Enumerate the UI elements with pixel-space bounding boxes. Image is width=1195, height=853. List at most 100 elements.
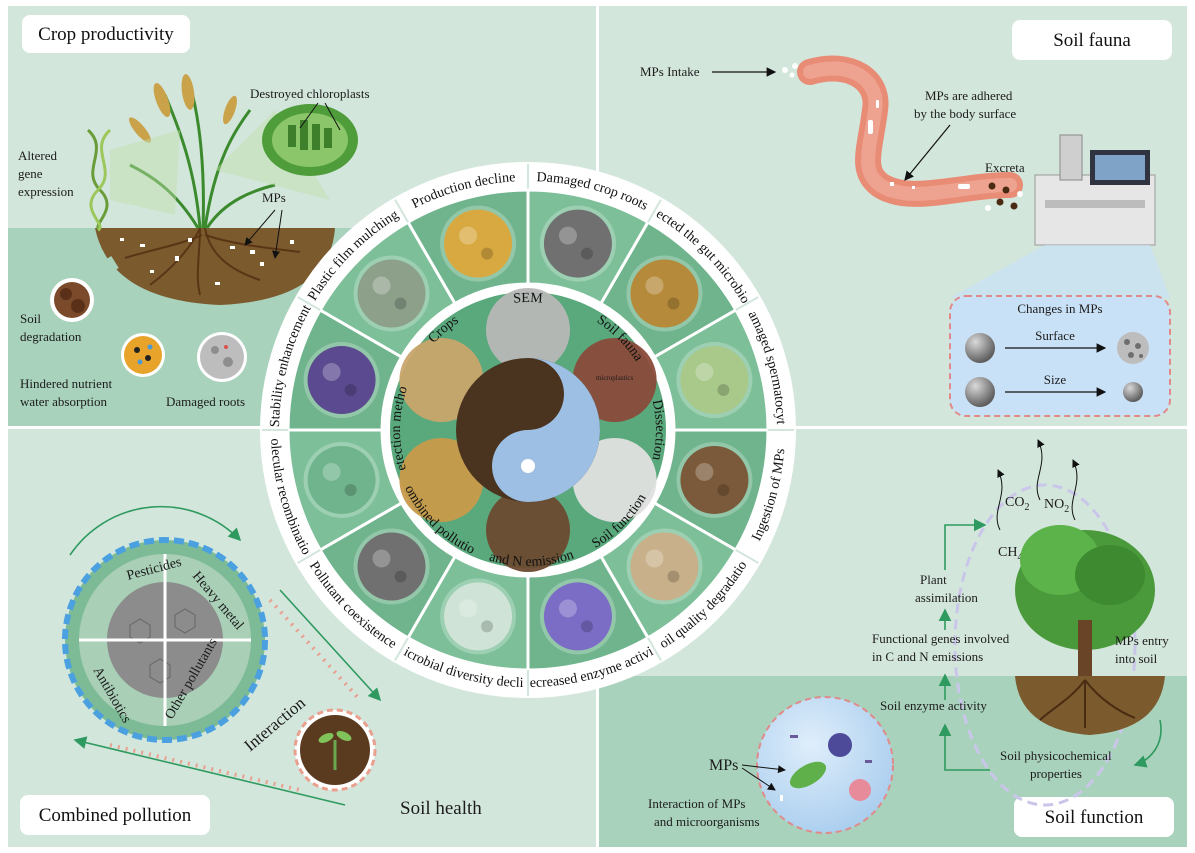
- sector-divider: [297, 296, 321, 311]
- excreta-label: Excreta: [985, 160, 1025, 175]
- gut-microbiome-icon: [626, 255, 703, 332]
- changes-in-mps-label: Changes in MPs: [1017, 301, 1102, 316]
- pollutant-sem-icon: [353, 528, 430, 605]
- sphere-before-size: [965, 377, 995, 407]
- no2-label: NO2: [1044, 497, 1069, 515]
- entry-label-2: into soil: [1115, 651, 1158, 666]
- crop-productivity-title-box: Crop productivity: [22, 15, 190, 53]
- function-illustration: CO2 NO2 CH4 Plant assimilation Functiona…: [648, 439, 1169, 834]
- soil-patch: [95, 228, 335, 305]
- chloroplast-pointer: [299, 102, 319, 129]
- roots: [124, 227, 301, 296]
- microorganism-bubble: [756, 696, 894, 834]
- mps-microbe-arrow-2: [741, 767, 776, 791]
- atom-icon: [440, 578, 517, 655]
- altered-label-1: Altered: [18, 148, 57, 163]
- damaged-roots-label: Damaged roots: [166, 394, 245, 409]
- function-soil-patch: [1015, 676, 1165, 735]
- mps-arrow-1: [244, 209, 276, 246]
- soil-degradation-label-2: degradation: [20, 329, 82, 344]
- inner-ring-label-sem: SEM: [513, 291, 544, 307]
- worm-surface-mps: [868, 100, 970, 189]
- altered-label-3: expression: [18, 184, 74, 199]
- crop-productivity-title: Crop productivity: [38, 24, 174, 45]
- plant-label-1: Plant: [920, 572, 947, 587]
- chloroplast-icon: [262, 104, 358, 176]
- physchem-label-2: properties: [1030, 766, 1082, 781]
- interaction-mps-label-2: and microorganisms: [654, 814, 760, 829]
- enzyme-cell-icon: [539, 578, 616, 655]
- seedling-icon: [293, 708, 377, 792]
- sphere-after-size: [1123, 382, 1143, 402]
- no2-wave: [1036, 439, 1045, 501]
- chloroplast-pointer-2: [324, 102, 341, 131]
- sector-divider: [735, 296, 759, 311]
- sector-divider: [735, 549, 759, 564]
- yin-yang-center: [456, 358, 600, 502]
- wheat-icon: [440, 205, 517, 282]
- sem-zoom-wedge: [950, 245, 1170, 298]
- intake-mps: [782, 63, 798, 78]
- mps-intake-label: MPs Intake: [640, 64, 700, 79]
- dna-icon: [86, 128, 112, 232]
- pollution-top-arrow: [69, 505, 242, 556]
- soil-function-title-box: Soil function: [1014, 797, 1174, 837]
- crop-mps-label: MPs: [262, 190, 286, 205]
- entry-to-physchem-arrow: [1133, 719, 1162, 768]
- microplastics-sign: microplastics: [596, 374, 634, 382]
- ch4-label: CH4: [998, 545, 1022, 563]
- mps-microbe-arrow-1: [741, 764, 786, 774]
- plant-label-2: assimilation: [915, 590, 978, 605]
- adhered-label-1: MPs are adhered: [925, 88, 1013, 103]
- inner-ring-label-dissection: Dissection: [649, 399, 667, 462]
- damaged-roots-icon: [197, 332, 247, 382]
- adhered-label-2: by the body surface: [914, 106, 1016, 121]
- soil-mps: [120, 238, 294, 285]
- pollution-bottom-arrow: [73, 736, 346, 806]
- destroyed-chloroplasts-label: Destroyed chloroplasts: [250, 86, 370, 101]
- mps-arrow-2: [272, 209, 283, 259]
- genes-label-2: in C and N emissions: [872, 649, 983, 664]
- pollution-illustration: Pesticides Heavy metal Antibiotics Other…: [62, 505, 482, 819]
- soil-degradation-label-1: Soil: [20, 311, 41, 326]
- worm-icon: [676, 342, 753, 419]
- mulch-film-icon: [353, 255, 430, 332]
- ch4-wave: [996, 469, 1005, 531]
- soil-fauna-title: Soil fauna: [1053, 30, 1131, 51]
- tree-icon: [1015, 525, 1155, 680]
- molecule-icon: [303, 441, 380, 518]
- combined-pollution-title: Combined pollution: [39, 805, 192, 826]
- plant-assim-arrow: [944, 518, 987, 570]
- sector-divider: [297, 549, 321, 564]
- sector-divider: [647, 637, 662, 661]
- soil-health-label: Soil health: [400, 798, 482, 819]
- co2-label: CO2: [1005, 495, 1029, 513]
- sphere-before-surface: [965, 333, 995, 363]
- fullerene-icon: [303, 342, 380, 419]
- hindered-absorption-icon: [121, 333, 165, 377]
- wheat-ears: [129, 74, 237, 143]
- interaction-ticks-top: [268, 598, 362, 702]
- sector-divider: [647, 199, 662, 223]
- tree-roots: [1039, 679, 1136, 728]
- function-mps-label: MPs: [709, 757, 738, 774]
- pollution-side-arrow: [279, 589, 382, 702]
- fungus-spore-icon: [849, 779, 871, 801]
- wave-3: [1071, 459, 1080, 521]
- crop-illustration: Destroyed chloroplasts Altered gene expr…: [18, 74, 370, 409]
- inner-image-lens: [486, 288, 570, 372]
- enzyme-label: Soil enzyme activity: [880, 698, 987, 713]
- hindered-label-2: water absorption: [20, 394, 108, 409]
- entry-label-1: MPs entry: [1115, 633, 1169, 648]
- mite-icon: [676, 441, 753, 518]
- combined-pollution-title-box: Combined pollution: [20, 795, 210, 835]
- fauna-illustration: MPs Intake MPs are adhered by the body s…: [640, 55, 1171, 417]
- adhered-arrow: [904, 124, 951, 181]
- sem-root-icon: [539, 205, 616, 282]
- soil-fauna-title-box: Soil fauna: [1012, 20, 1172, 60]
- inner-image-lens: [486, 488, 570, 572]
- physchem-label-1: Soil physicochemical: [1000, 748, 1112, 763]
- cycle-ellipse: [953, 483, 1137, 807]
